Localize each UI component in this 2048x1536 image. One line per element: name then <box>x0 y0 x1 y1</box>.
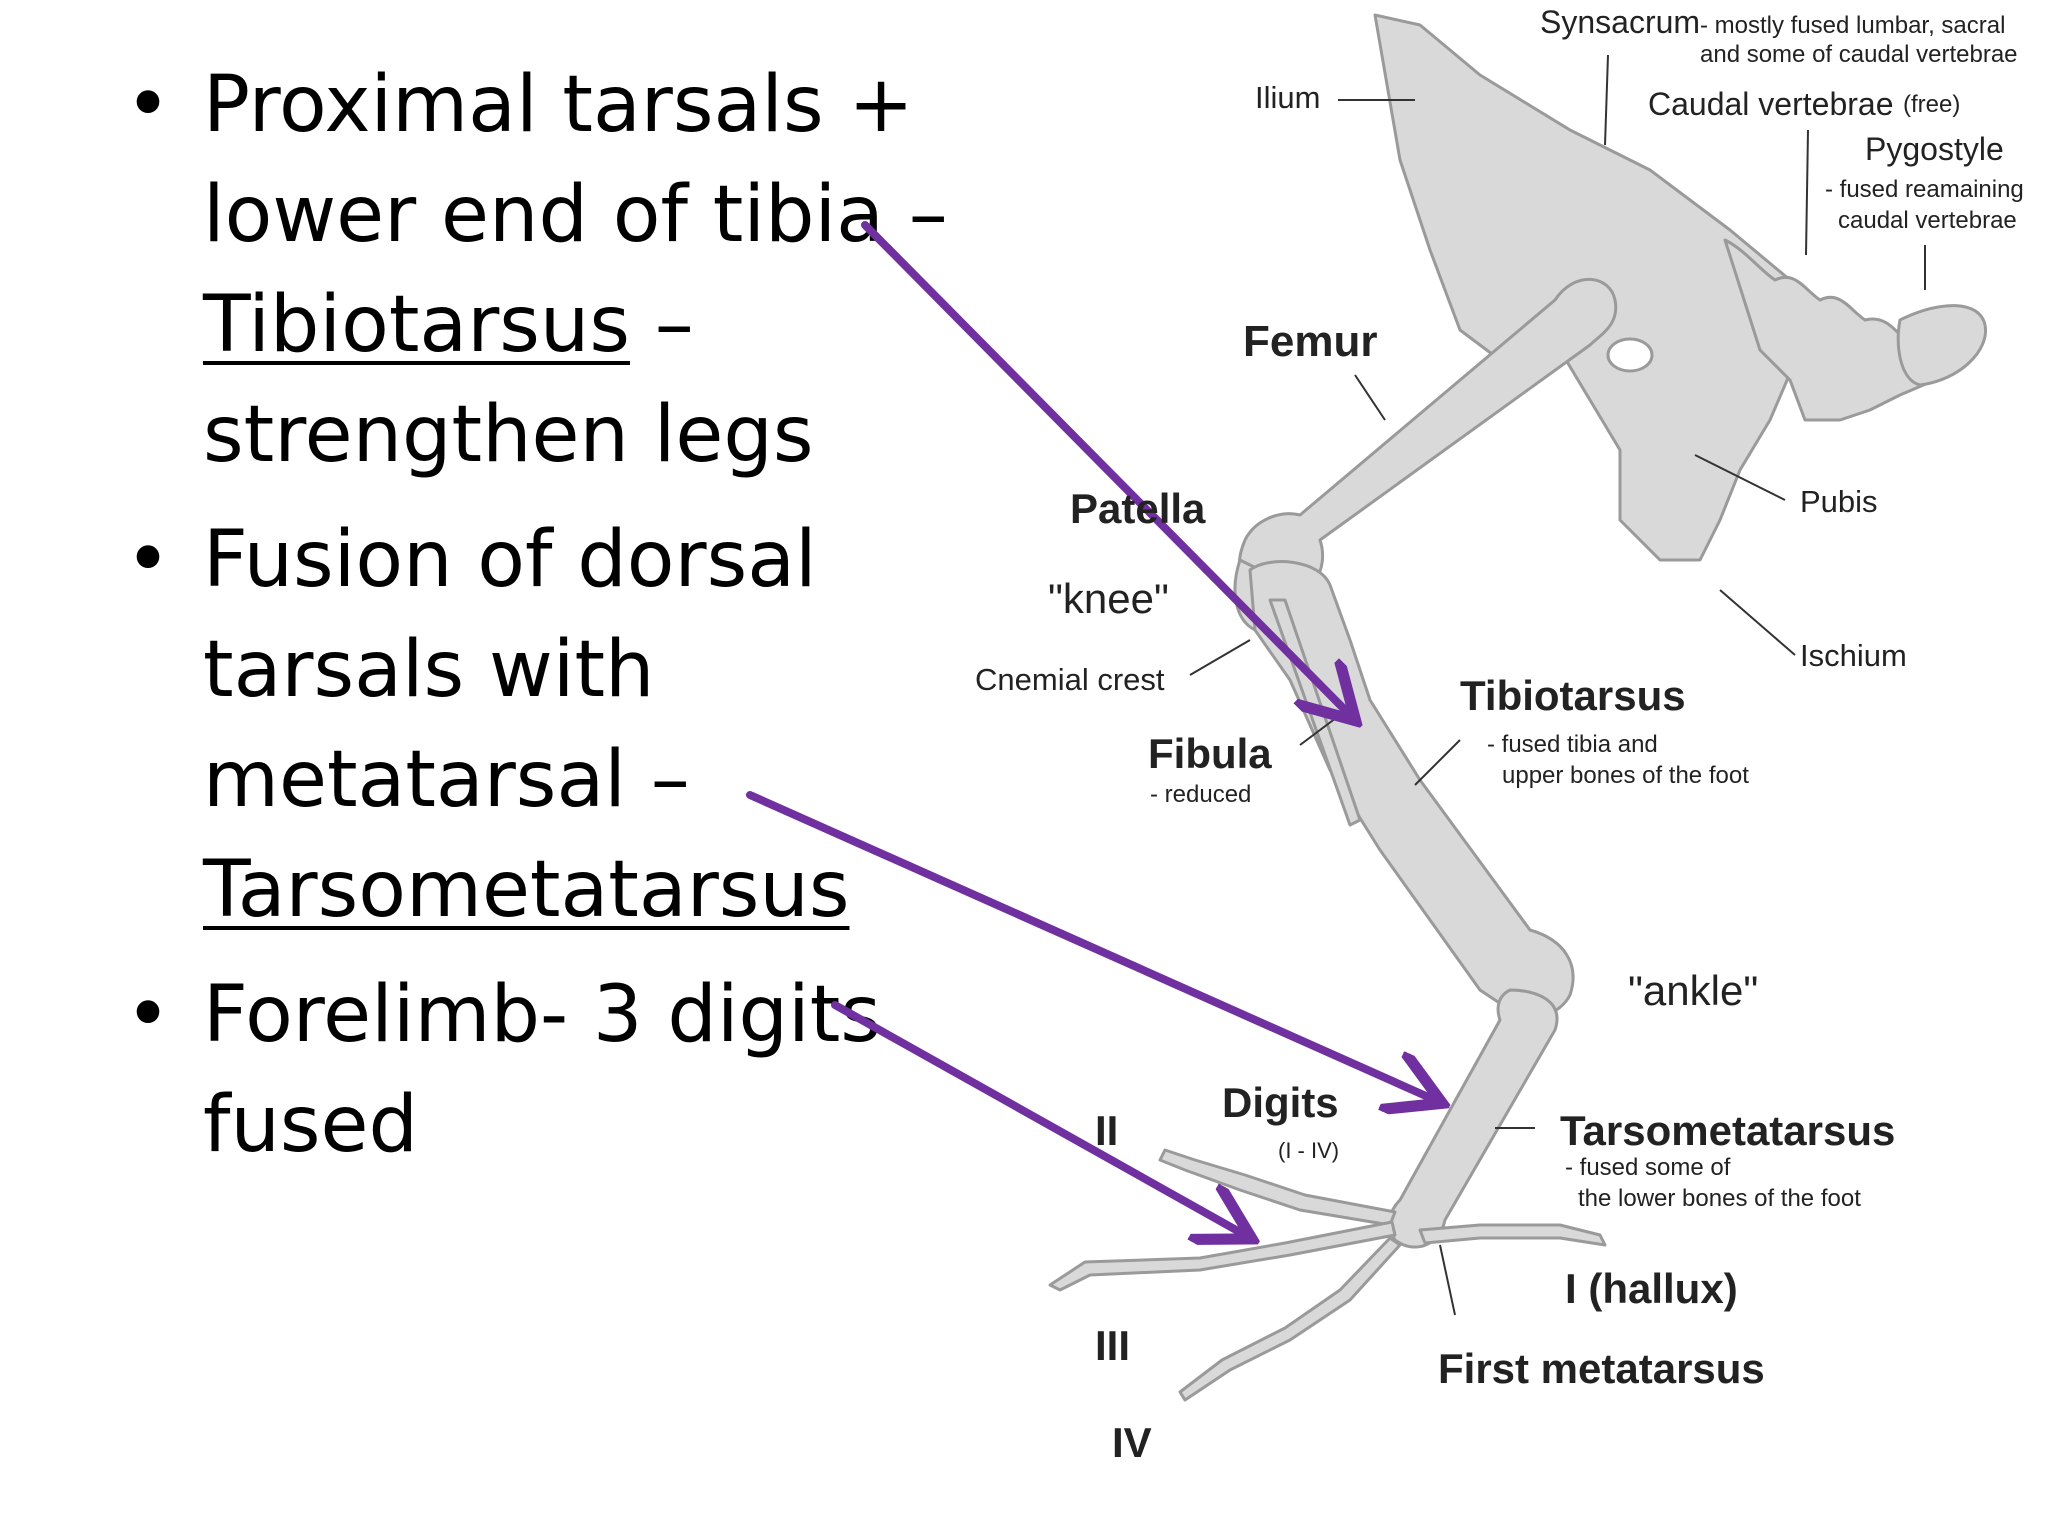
bullet-tibiotarsus: • Proximal tarsals + lower end of tibia –… <box>120 50 1020 490</box>
bullet-text: Forelimb- 3 digits fused <box>203 970 881 1170</box>
bullet-term: Tibiotarsus <box>203 280 630 370</box>
bullet-dot: • <box>125 970 172 1060</box>
bullet-text-end: – strengthen legs <box>203 280 814 480</box>
label-patella: Patella <box>1070 485 1206 532</box>
arrow-to-tarsometatarsus <box>746 791 1435 1100</box>
label-digit-4: IV <box>1112 1419 1152 1466</box>
bullet-text: Fusion of dorsal tarsals with metatarsal… <box>203 515 817 825</box>
label-first-metatarsus: First metatarsus <box>1438 1345 1765 1392</box>
label-synsacrum-note: - mostly fused lumbar, sacral <box>1700 12 2005 39</box>
label-tibiotarsus-note-2: upper bones of the foot <box>1502 762 1749 789</box>
label-tibiotarsus: Tibiotarsus <box>1460 672 1686 719</box>
label-pygostyle-note-2: caudal vertebrae <box>1838 207 2017 234</box>
bullet-term: Tarsometatarsus <box>203 845 850 935</box>
label-tarsometatarsus: Tarsometatarsus <box>1560 1107 1895 1154</box>
pygostyle-bone <box>1896 304 1988 387</box>
arrow-to-tibiotarsus <box>861 221 1350 715</box>
label-ilium: Ilium <box>1255 80 1320 115</box>
leader-lines <box>1189 54 1926 1316</box>
label-caudal-vertebrae: Caudal vertebrae <box>1648 86 1893 122</box>
hallux-bone <box>1418 1223 1607 1247</box>
tarsometatarsus-bone <box>1388 988 1559 1249</box>
bullet-list: • Proximal tarsals + lower end of tibia –… <box>120 50 1020 1195</box>
bullet-text: Proximal tarsals + lower end of tibia – <box>203 60 948 260</box>
label-tarsometatarsus-note: - fused some of <box>1565 1154 1731 1181</box>
label-digit-3: III <box>1095 1322 1130 1369</box>
tibiotarsus-bone <box>1248 560 1575 1019</box>
bullet-tarsometatarsus: • Fusion of dorsal tarsals with metatarsa… <box>120 505 1020 945</box>
label-fibula: Fibula <box>1148 730 1272 777</box>
bullet-dot: • <box>125 515 172 605</box>
digit-3-bone <box>1048 1220 1397 1292</box>
label-digits-note: (I - IV) <box>1278 1138 1339 1163</box>
label-tarsometatarsus-note-2: the lower bones of the foot <box>1578 1185 1861 1212</box>
label-femur: Femur <box>1243 317 1377 366</box>
label-caudal-note: (free) <box>1903 91 1960 118</box>
label-cnemial-crest: Cnemial crest <box>975 662 1165 697</box>
pointer-arrows <box>746 221 1435 1235</box>
label-hallux: I (hallux) <box>1565 1265 1738 1312</box>
digit-4-bone <box>1178 1236 1402 1402</box>
label-synsacrum-note-2: and some of caudal vertebrae <box>1700 41 2018 68</box>
label-tibiotarsus-note: - fused tibia and <box>1487 731 1658 758</box>
label-digits: Digits <box>1222 1079 1339 1126</box>
label-pygostyle: Pygostyle <box>1865 131 2004 167</box>
label-pygostyle-note: - fused reamaining <box>1825 176 2024 203</box>
arrow-to-digits <box>831 1001 1245 1235</box>
label-digit-2: II <box>1095 1107 1118 1154</box>
label-ischium: Ischium <box>1800 638 1907 673</box>
bullet-dot: • <box>125 60 172 150</box>
label-pubis: Pubis <box>1800 484 1878 519</box>
label-knee: "knee" <box>1048 575 1169 622</box>
label-fibula-note: - reduced <box>1150 781 1251 808</box>
label-synsacrum: Synsacrum <box>1540 4 1700 40</box>
diagram-labels: Synsacrum - mostly fused lumbar, sacral … <box>975 4 2024 1466</box>
pelvic-foramen <box>1606 337 1654 373</box>
label-ankle: "ankle" <box>1628 967 1758 1014</box>
bullet-forelimb: • Forelimb- 3 digits fused <box>120 960 1020 1180</box>
